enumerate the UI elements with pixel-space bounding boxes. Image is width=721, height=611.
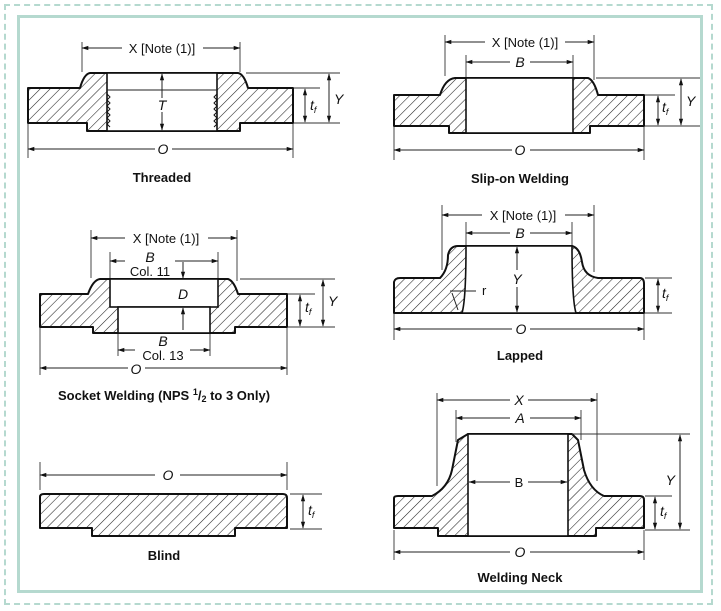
threaded-o-label: O [158,141,169,157]
thread-right-icon [213,93,218,128]
slip-on-bore [465,77,574,134]
welding-neck-bore [467,433,569,537]
outer-dashed-border [4,4,713,605]
threaded-y-label: Y [334,91,345,107]
welding-neck-a-label: A [514,410,524,426]
thread-left-icon [106,93,111,128]
lapped-tf-label: tf [662,285,670,303]
welding-neck-x-label: X [513,392,524,408]
socket-b-bottom-label: B [158,333,167,349]
slip-on-y-label: Y [686,93,697,109]
threaded-x-label: X [Note (1)] [129,41,195,56]
socket-col13-label: Col. 13 [142,348,183,363]
lapped-r-label: r [482,283,487,298]
slip-on-caption: Slip-on Welding [471,171,569,186]
socket-o-label: O [131,361,142,377]
lapped-bore [460,245,578,314]
threaded-t-label: T [158,97,168,113]
slip-on-tf-label: tf [662,99,670,117]
socket-bore-upper [109,278,219,308]
socket-y-label: Y [328,293,339,309]
socket-bore-lower [117,306,211,334]
panel-blind: O tf Blind [39,462,322,563]
blind-tf-label: tf [308,502,316,520]
welding-neck-tf-label: tf [660,503,668,521]
slip-on-x-label: X [Note (1)] [492,35,558,50]
slip-on-b-label: B [515,54,524,70]
socket-col11-label: Col. 11 [130,264,170,279]
panel-socket-welding: X [Note (1)] B Col. 11 D B Col. 13 tf Y … [39,230,339,404]
socket-tf-label: tf [305,299,313,317]
socket-b-top-label: B [145,249,154,265]
welding-neck-o-label: O [515,544,526,560]
lapped-caption: Lapped [497,348,543,363]
lapped-b-label: B [515,225,524,241]
welding-neck-y-label: Y [666,472,677,488]
panel-welding-neck: X A B Y tf O Welding Neck [393,392,690,585]
panel-slip-on: X [Note (1)] B tf Y O Slip-on Welding [393,35,700,186]
blind-o-label: O [163,467,174,483]
panel-threaded: X [Note (1)] T tf Y O Threaded [27,41,345,185]
panel-lapped: X [Note (1)] B Y r tf O Lapped [393,205,672,363]
slip-on-o-label: O [515,142,526,158]
welding-neck-caption: Welding Neck [477,570,563,585]
lapped-o-label: O [516,321,527,337]
socket-x-label: X [Note (1)] [133,231,199,246]
threaded-tf-label: tf [310,97,318,115]
socket-caption: Socket Welding (NPS 1/2 to 3 Only) [58,387,270,404]
blind-caption: Blind [148,548,181,563]
welding-neck-b-label: B [515,475,524,490]
threaded-caption: Threaded [133,170,192,185]
lapped-y-label: Y [512,271,523,287]
socket-d-label: D [178,286,188,302]
lapped-x-label: X [Note (1)] [490,208,556,223]
blind-flange-body [39,493,288,537]
